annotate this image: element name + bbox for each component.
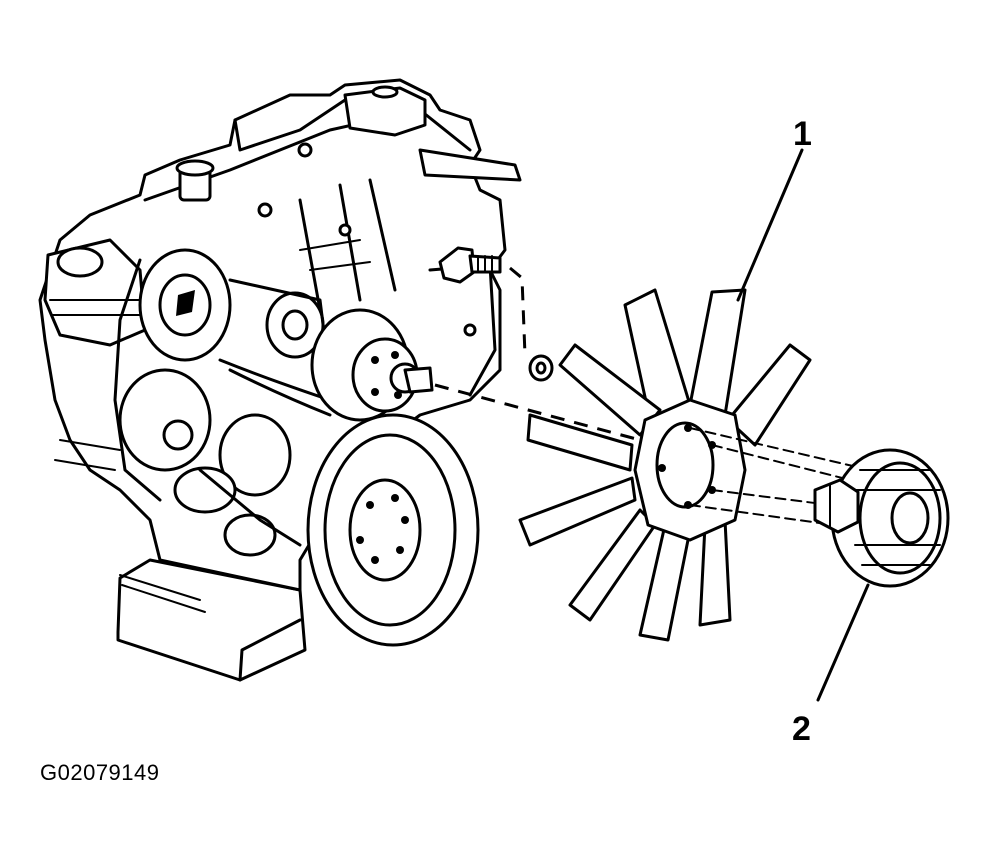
callout-1: 1: [736, 115, 812, 302]
callout-2: 2: [792, 583, 870, 748]
callout-1-label: 1: [793, 115, 812, 153]
bolt-leader-line: [509, 266, 527, 356]
figure-id: G02079149: [40, 760, 160, 785]
callout-2-label: 2: [792, 710, 811, 748]
fan-bolt: [438, 246, 502, 284]
fan-washer: [528, 354, 554, 382]
fan-clutch: [813, 448, 950, 588]
engine-assembly: [38, 78, 522, 682]
shaft-leader-line: [434, 383, 641, 442]
fan-blade-assembly: [518, 288, 871, 642]
